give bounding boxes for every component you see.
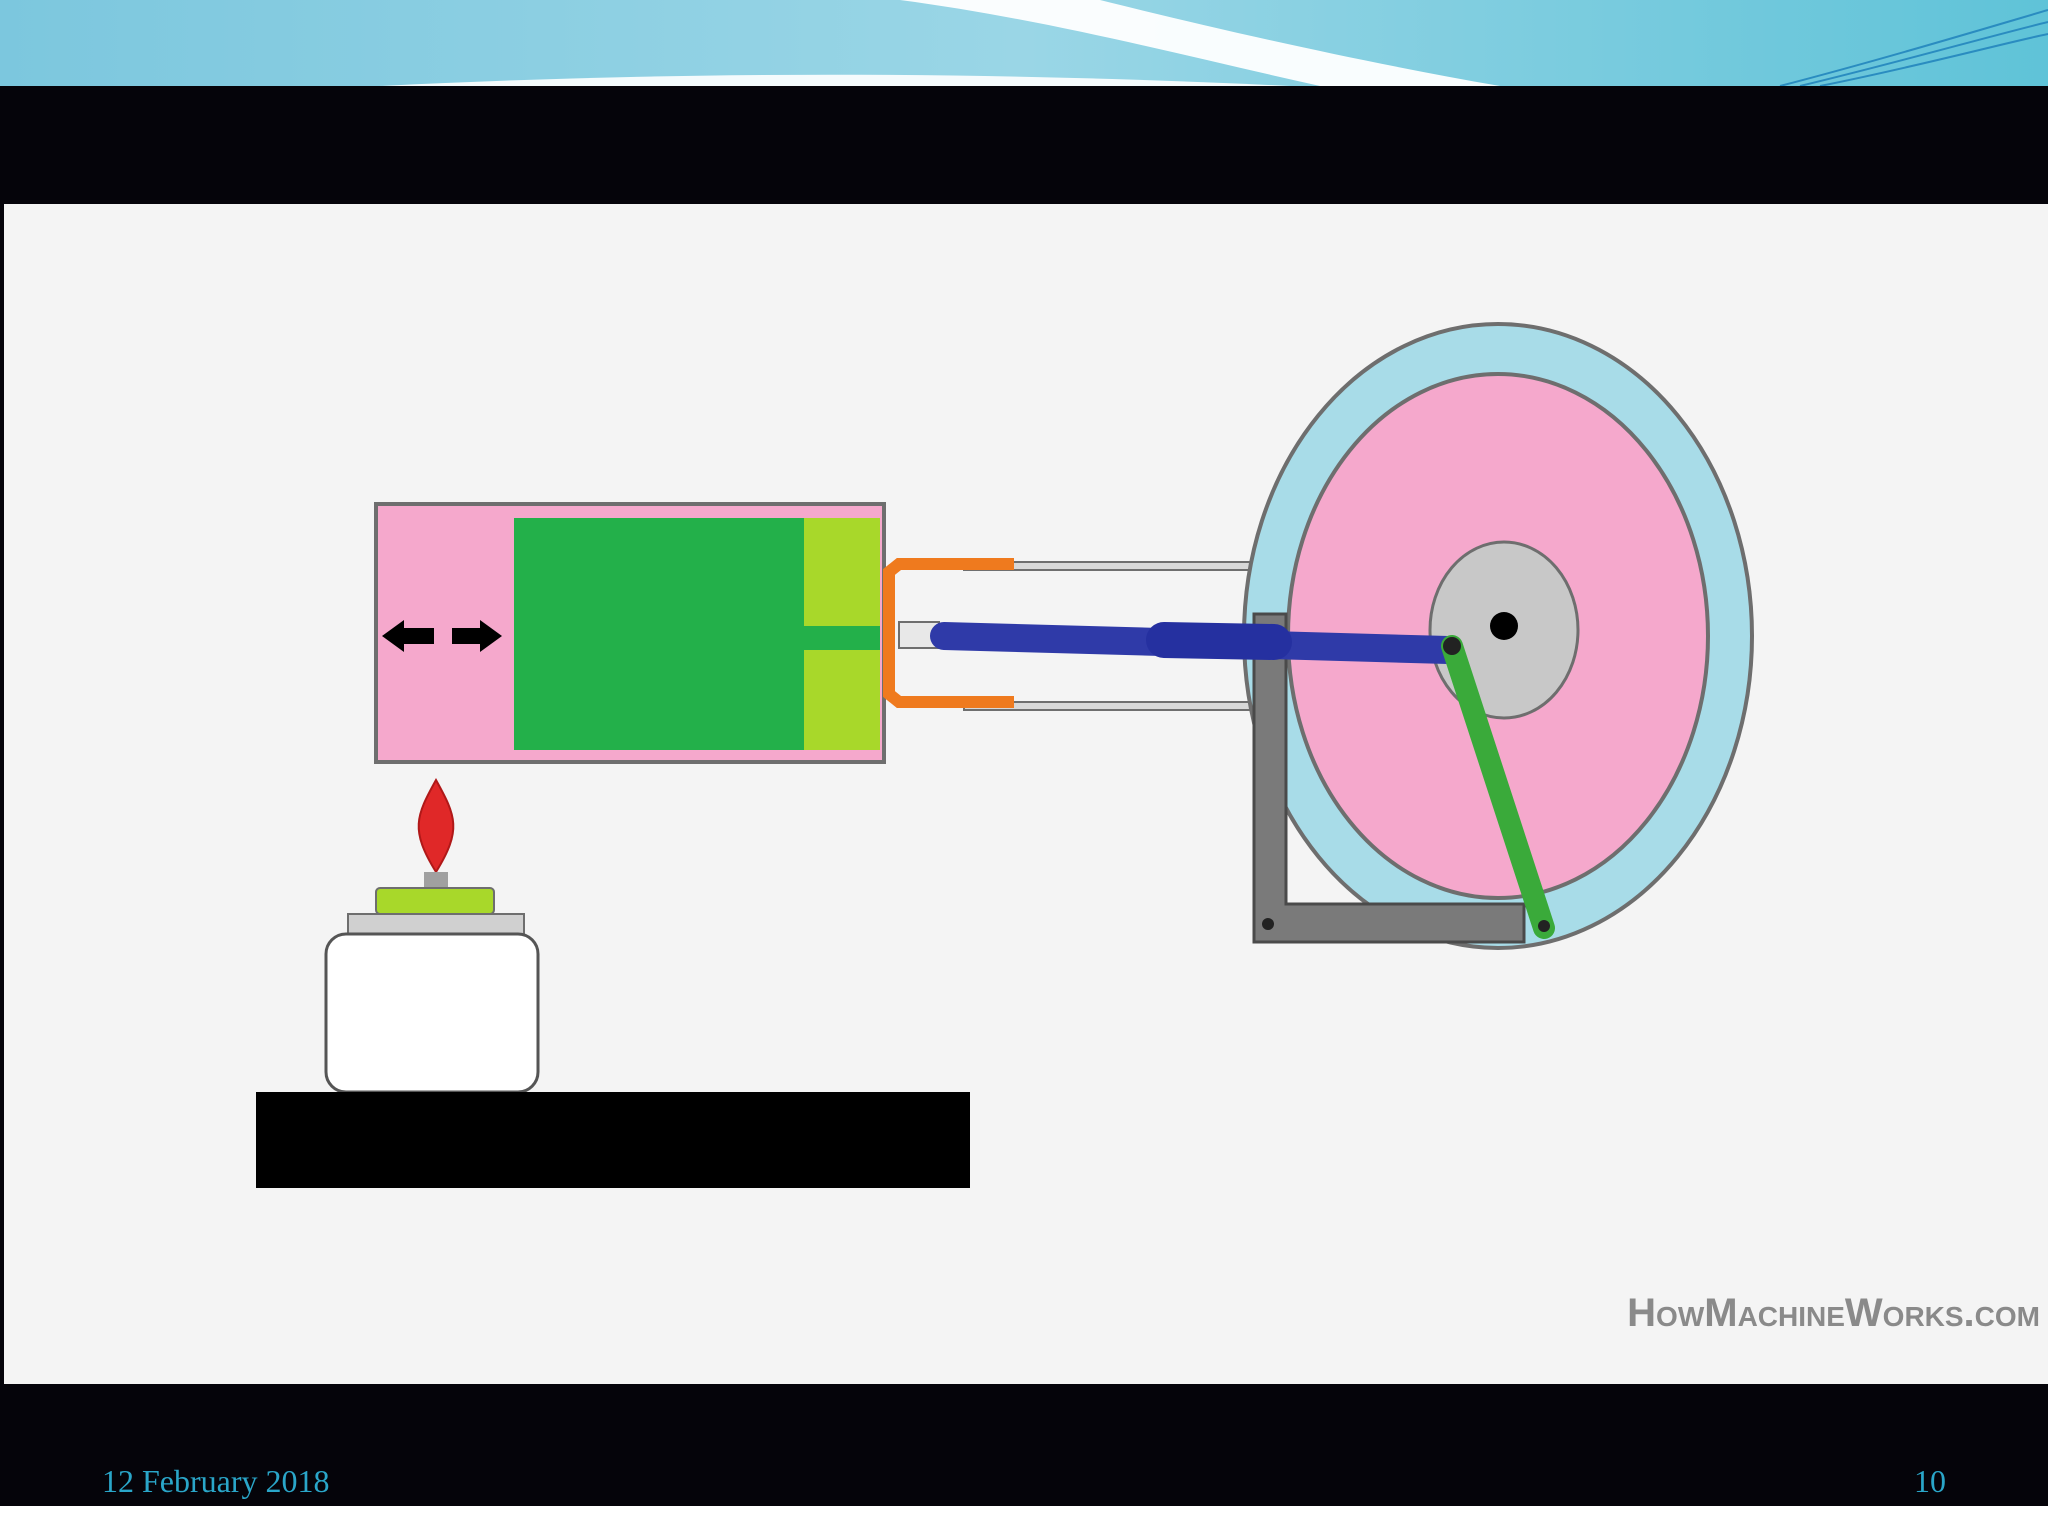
stirling-engine-diagram: HowMachineWorks.com xyxy=(256,322,2040,1335)
frame-pivot xyxy=(1262,918,1274,930)
crank-pin-lower xyxy=(1538,920,1550,932)
displacer xyxy=(514,518,810,750)
watermark: HowMachineWorks.com xyxy=(1627,1291,2040,1335)
crank-arm xyxy=(1441,635,1555,939)
footer-date: 12 February 2018 xyxy=(102,1463,330,1499)
piston-rod-slot xyxy=(804,626,880,650)
axle xyxy=(1490,612,1518,640)
flame-icon xyxy=(417,777,455,874)
footer-page-number: 10 xyxy=(1914,1463,1946,1499)
connecting-rod-sleeve xyxy=(1146,622,1292,660)
wick xyxy=(424,872,448,890)
burner-cap xyxy=(375,887,495,915)
piston-yoke xyxy=(883,558,1014,708)
crank-pin xyxy=(1443,637,1461,655)
power-piston-top xyxy=(804,518,880,626)
engine-diagram-panel: HowMachineWorks.com xyxy=(4,204,2048,1384)
burner-jar xyxy=(324,932,540,1094)
left-arrow-icon xyxy=(382,620,434,652)
right-arrow-icon xyxy=(452,620,502,652)
power-piston-bottom xyxy=(804,650,880,750)
header-banner xyxy=(0,0,2048,86)
burner-stand xyxy=(256,1092,970,1188)
